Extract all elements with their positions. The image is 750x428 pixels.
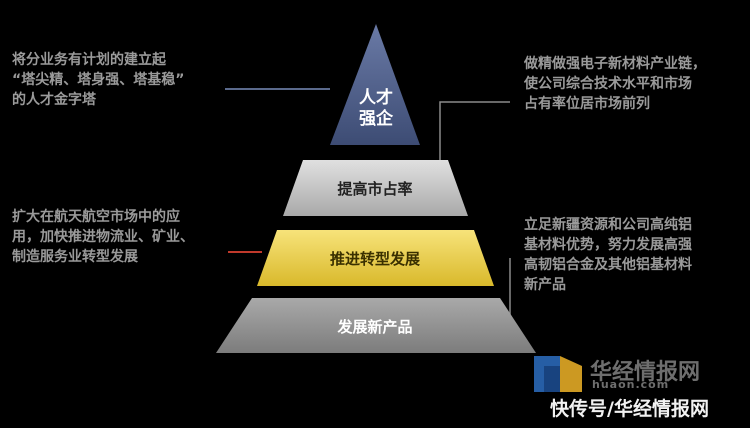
note-mid-left: 扩大在航天航空市场中的应 用，加快推进物流业、矿业、 制造服务业转型发展	[12, 209, 194, 265]
note-mid-right: 立足新疆资源和公司高纯铝 基材料优势，努力发展高强 高韧铝合金及其他铝基材料 新…	[524, 217, 692, 293]
watermark-brand: 华经情报网	[590, 360, 701, 385]
pyramid-tier-base	[216, 298, 536, 353]
note-top-right: 做精做强电子新材料产业链， 使公司综合技术水平和市场 占有率位居市场前列	[524, 56, 706, 112]
pyramid-tier-2	[283, 160, 468, 216]
tier-label-market-share: 提高市占率	[337, 180, 413, 198]
tier-label-new-products: 发展新产品	[337, 318, 413, 336]
pyramid-tier-top	[330, 24, 420, 145]
watermark-domain: huaon.com	[592, 378, 670, 391]
tier-label-talent: 人才 强企	[359, 88, 393, 129]
tier-label-transformation: 推进转型发展	[329, 250, 420, 268]
note-top-left: 将分业务有计划的建立起 “塔尖精、塔身强、塔基稳” 的人才金字塔	[12, 52, 185, 108]
watermark-credit: 快传号/华经情报网	[550, 398, 709, 420]
huajing-logo-icon	[534, 356, 582, 392]
pyramid-tier-3	[257, 230, 494, 286]
